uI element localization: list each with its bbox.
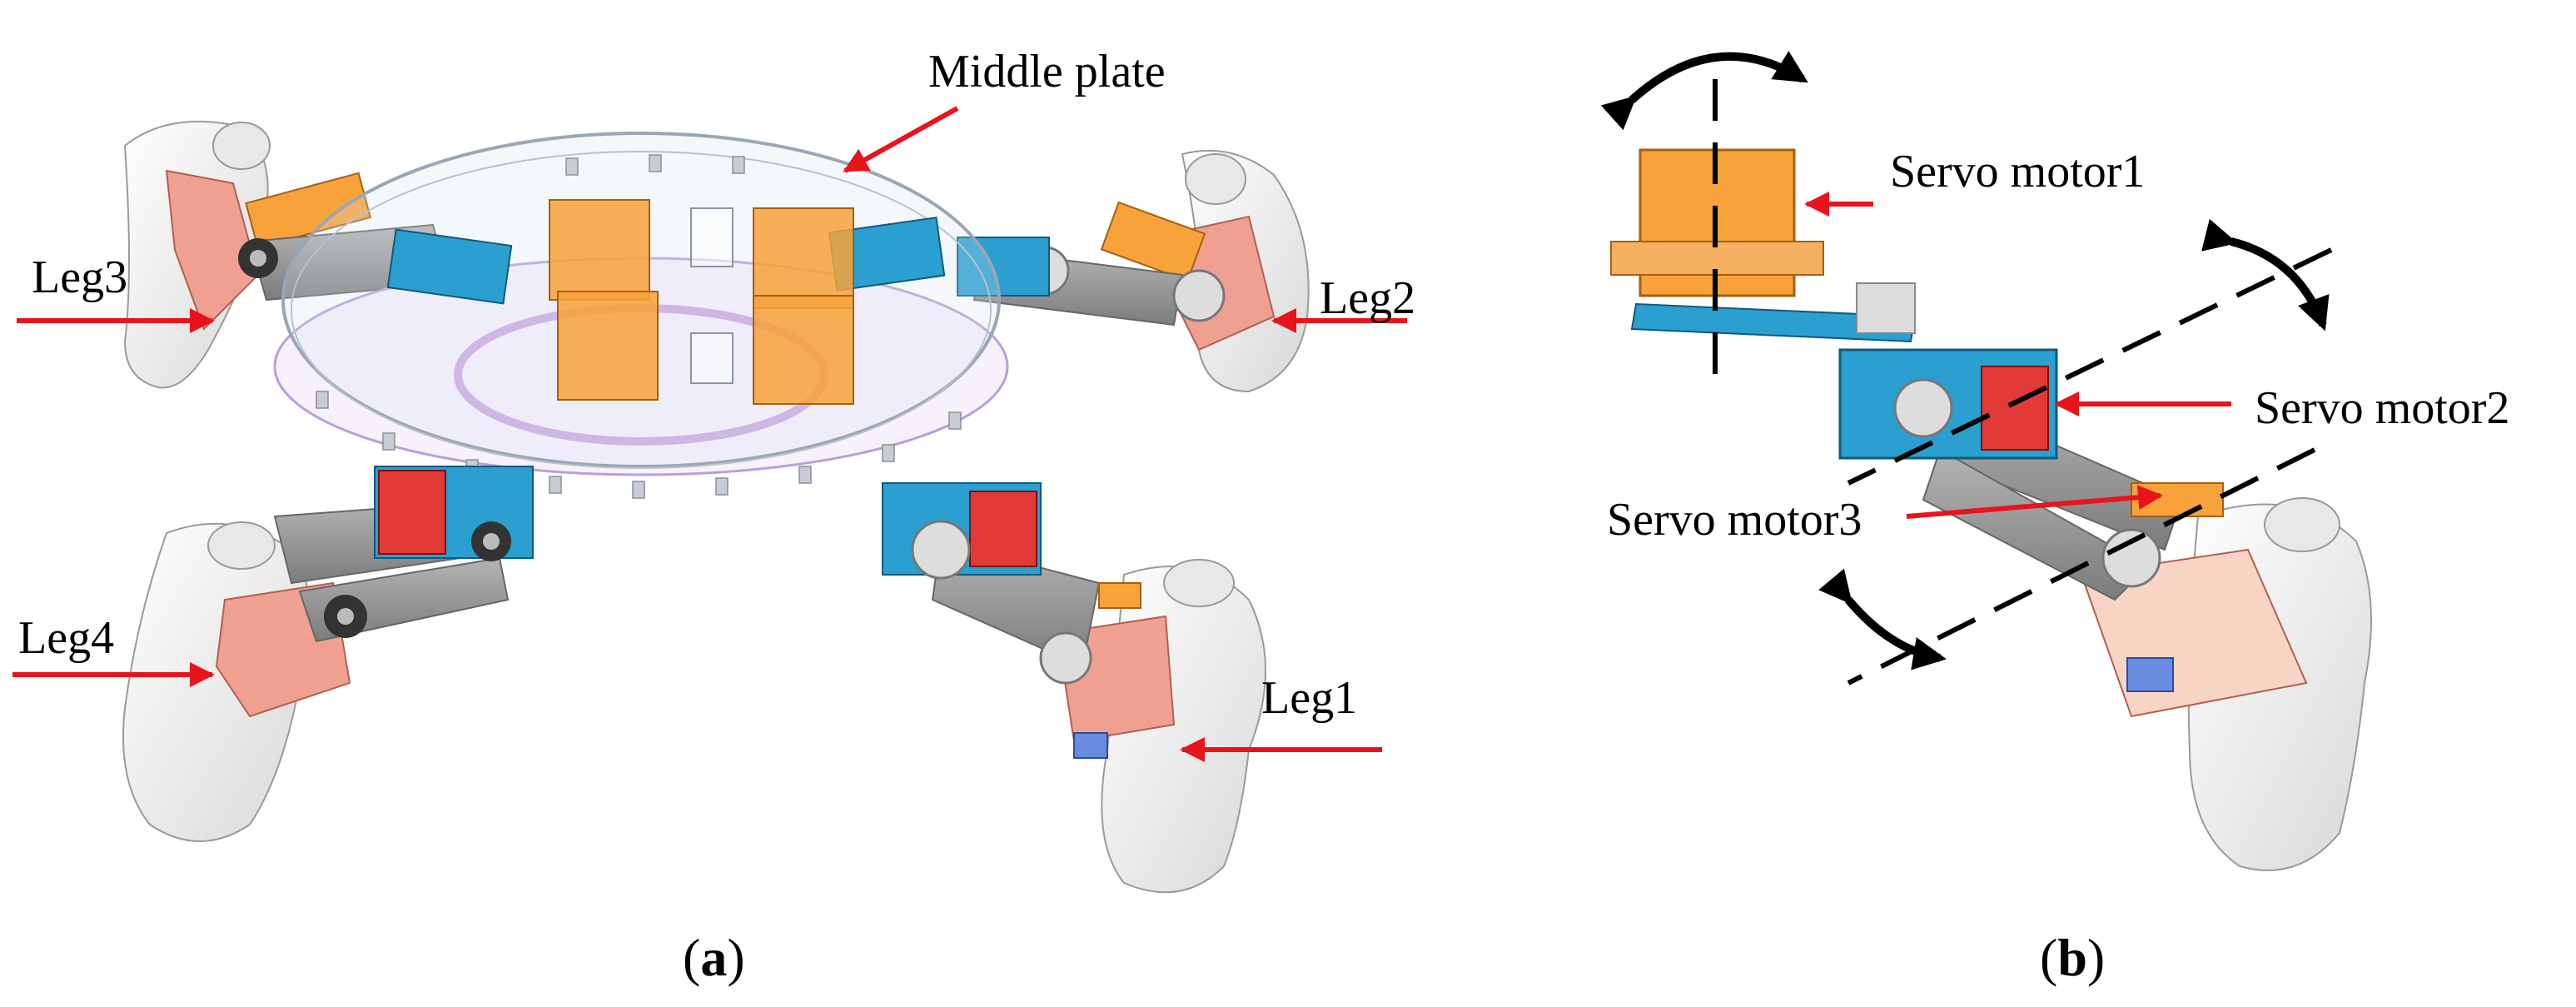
label-servo-motor3: Servo motor3 bbox=[1607, 494, 1862, 546]
label-leg2: Leg2 bbox=[1320, 272, 1416, 324]
label-leg1: Leg1 bbox=[1261, 672, 1358, 724]
panel-b-pointer-arrows bbox=[1804, 192, 2231, 519]
leg1-assembly bbox=[882, 482, 1266, 894]
label-servo-motor1: Servo motor1 bbox=[1890, 146, 2146, 197]
label-middle-plate: Middle plate bbox=[928, 46, 1166, 97]
central-servo-cluster bbox=[549, 199, 854, 405]
label-servo-motor2: Servo motor2 bbox=[2255, 382, 2510, 434]
rotation-arrows bbox=[1600, 51, 2330, 671]
panel-a-robot bbox=[12, 106, 1407, 894]
leg4-assembly bbox=[122, 466, 534, 842]
middle-plate bbox=[273, 132, 1009, 499]
panel-a-pointer-arrows bbox=[12, 106, 1407, 762]
caption-a: (a) bbox=[683, 928, 745, 987]
servo-motor3-body bbox=[2131, 482, 2224, 517]
caption-b: (b) bbox=[2040, 928, 2106, 987]
leg2-assembly bbox=[957, 149, 1310, 393]
label-leg3: Leg3 bbox=[32, 252, 128, 303]
panel-b-leg bbox=[1600, 51, 2372, 871]
label-leg4: Leg4 bbox=[18, 612, 115, 664]
